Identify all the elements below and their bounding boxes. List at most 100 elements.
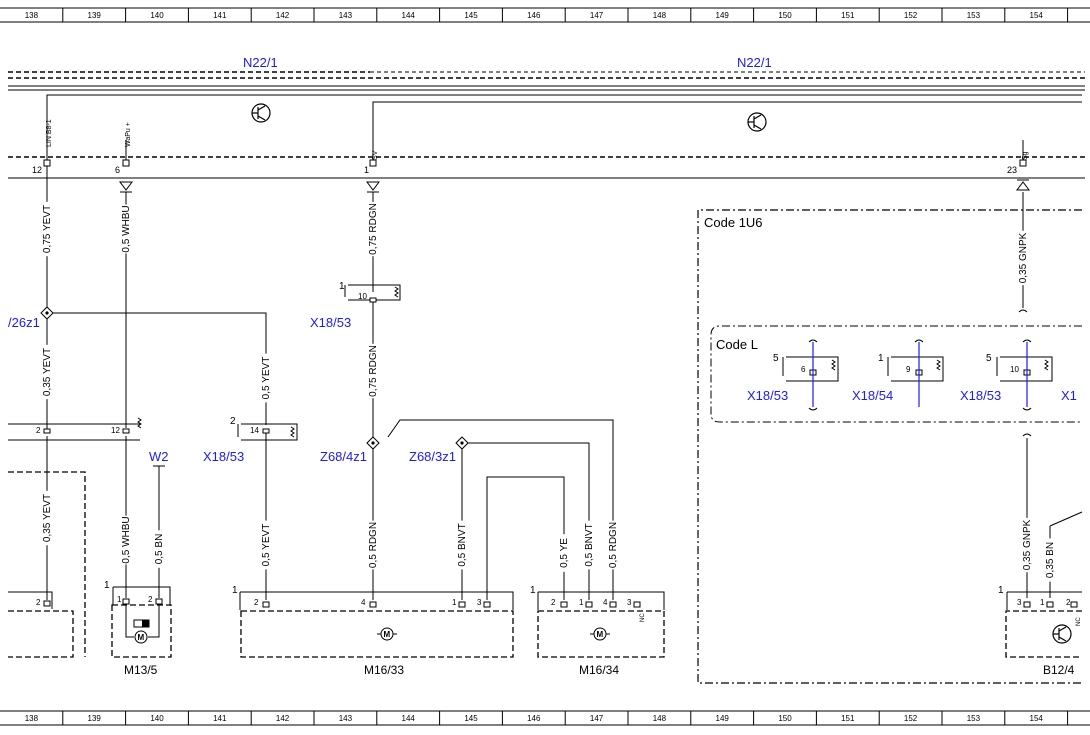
pin-label-sv: SV bbox=[372, 150, 379, 160]
grid-column-label: 140 bbox=[150, 714, 164, 723]
component-m16-33 bbox=[239, 591, 514, 610]
wire-label: 0,35 YEVT bbox=[42, 494, 53, 542]
pin-number: 3 bbox=[1017, 598, 1022, 607]
wire-breaks bbox=[1018, 309, 1032, 437]
grid-top bbox=[0, 7, 1090, 23]
grid-column-label: 148 bbox=[653, 714, 667, 723]
pin-number: 4 bbox=[603, 598, 608, 607]
pin-number: 1 bbox=[104, 580, 110, 591]
grid-column-label: 142 bbox=[276, 714, 290, 723]
grid-column-label: 146 bbox=[527, 714, 541, 723]
pin-nc: NC bbox=[640, 613, 646, 622]
grid-column-label: 150 bbox=[778, 11, 792, 20]
splice-label: /26z1 bbox=[8, 315, 40, 330]
wire-label-bg bbox=[1017, 230, 1029, 286]
component-m16-34-box bbox=[537, 610, 665, 658]
connector-x18-53 bbox=[344, 284, 401, 303]
wire-label: 0,35 YEVT bbox=[42, 348, 53, 396]
svg-text:M: M bbox=[597, 630, 604, 639]
pin-number: 1 bbox=[364, 165, 369, 175]
pin-number: 1 bbox=[117, 595, 122, 604]
grid-column-label: 146 bbox=[527, 11, 541, 20]
pin-number: 1 bbox=[339, 281, 345, 292]
wire-label: 0,5 YE bbox=[559, 538, 570, 568]
motor-icon: M bbox=[590, 627, 610, 641]
code-l-wire-breaks bbox=[808, 339, 1032, 411]
wire-label: 0,5 YEVT bbox=[261, 357, 272, 400]
connector-x18-53-b bbox=[237, 423, 298, 441]
wire-label: 0,5 WHBU bbox=[121, 516, 132, 563]
wire-label-bg bbox=[41, 490, 53, 546]
grid-column-label: 139 bbox=[88, 714, 102, 723]
pin-number: 1 bbox=[579, 598, 584, 607]
component-label: M16/33 bbox=[364, 663, 404, 677]
transistor-icon bbox=[1052, 624, 1072, 644]
connector-label: X18/53 bbox=[960, 388, 1001, 403]
grid-column-label: 143 bbox=[339, 714, 353, 723]
grid-column-label: 140 bbox=[150, 11, 164, 20]
pin-number: 1 bbox=[530, 585, 536, 596]
signal-arrows bbox=[119, 179, 1030, 193]
code-l-wires bbox=[812, 342, 1028, 407]
wire-label: 0,5 RDGN bbox=[608, 522, 619, 568]
grid-column-label: 145 bbox=[464, 714, 478, 723]
wire-label: 0,75 RDGN bbox=[368, 345, 379, 397]
pin-label-sg: Sg bbox=[1022, 151, 1029, 160]
pin-nc: NC bbox=[1076, 617, 1082, 626]
wire-label: 0,5 BNVT bbox=[457, 523, 468, 566]
wire-label: 0,5 RDGN bbox=[368, 522, 379, 568]
connector-label: X18/54 bbox=[852, 388, 893, 403]
splice-dots bbox=[45, 311, 464, 445]
component-m16-33-box bbox=[240, 610, 514, 658]
pin-number: 6 bbox=[115, 165, 120, 175]
connector-label: X1 bbox=[1061, 388, 1077, 403]
connector-label: X18/53 bbox=[747, 388, 788, 403]
wire-label: 0,35 GNPK bbox=[1018, 232, 1029, 283]
component-label: M13/5 bbox=[124, 663, 158, 677]
wire-label: 0,75 RDGN bbox=[368, 203, 379, 255]
connector-label: X18/53 bbox=[310, 315, 351, 330]
module-label-left: N22/1 bbox=[243, 55, 278, 70]
grid-column-label: 142 bbox=[276, 11, 290, 20]
wire-label-bg bbox=[260, 353, 272, 403]
wire-label: 0,5 YEVT bbox=[261, 524, 272, 567]
pin-number: 5 bbox=[986, 353, 992, 364]
pin-number: 2 bbox=[254, 598, 259, 607]
grid-column-label: 141 bbox=[213, 714, 227, 723]
motor-icon: M bbox=[377, 627, 397, 641]
code-label: Code 1U6 bbox=[704, 215, 763, 230]
grid-column-label: 145 bbox=[464, 11, 478, 20]
pin-number: 1 bbox=[232, 585, 238, 596]
wire-label-bg bbox=[260, 520, 272, 570]
component-m16-34 bbox=[537, 591, 665, 610]
splice-label: Z68/3z1 bbox=[409, 449, 456, 464]
wire-label-bg bbox=[583, 520, 595, 570]
grid-column-label: 138 bbox=[25, 11, 39, 20]
wire-label-bg bbox=[1021, 517, 1033, 573]
pin-number: 1 bbox=[878, 353, 884, 364]
pin-number: 4 bbox=[361, 598, 366, 607]
grid-column-label: 147 bbox=[590, 11, 604, 20]
wire-label-bg bbox=[41, 344, 53, 400]
grid-column-label: 150 bbox=[778, 714, 792, 723]
wire-label-bg bbox=[120, 204, 132, 254]
wire-label: 0,5 BN bbox=[154, 534, 165, 565]
wire-label-bg bbox=[367, 343, 379, 399]
component-m13-5-box bbox=[111, 604, 172, 658]
wire-label-bg bbox=[367, 520, 379, 570]
grid-column-label: 152 bbox=[904, 714, 918, 723]
code-1u6-box bbox=[697, 209, 1082, 684]
component-m13-5 bbox=[112, 586, 171, 638]
pin-number: 6 bbox=[801, 365, 806, 374]
pin-number: 9 bbox=[906, 365, 911, 374]
component-label: M16/34 bbox=[579, 663, 619, 677]
wire-label-bg bbox=[607, 520, 619, 570]
svg-text:M: M bbox=[384, 630, 391, 639]
pin-number: 2 bbox=[551, 598, 556, 607]
pin-label-wapu: WaPu + bbox=[125, 122, 132, 147]
wire-label-bg bbox=[558, 534, 570, 572]
